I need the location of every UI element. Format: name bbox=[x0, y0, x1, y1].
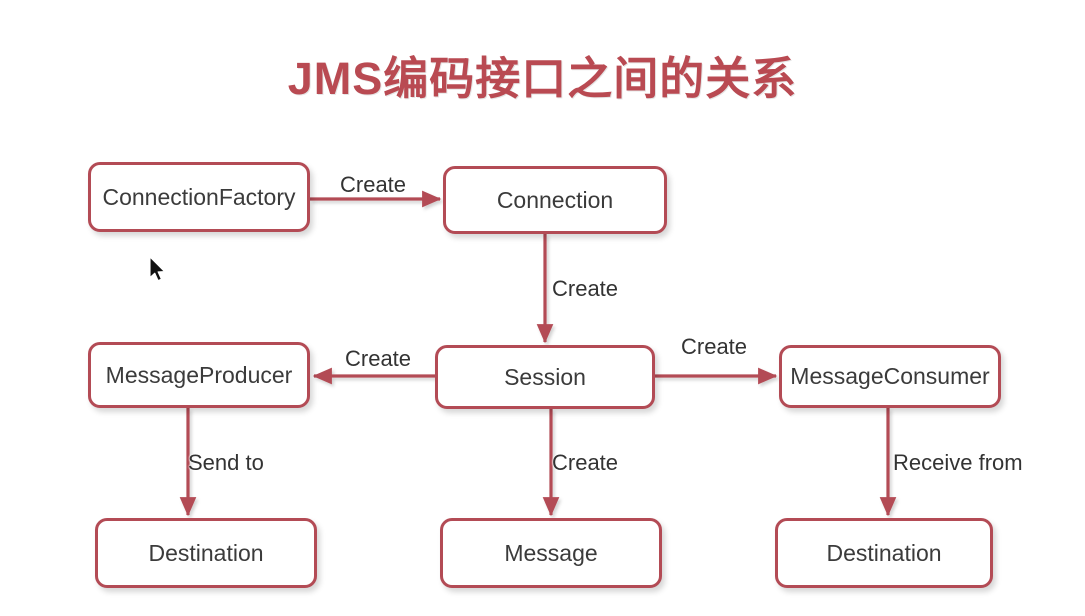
node-label: Destination bbox=[826, 539, 942, 566]
edge-label-cf-to-connection: Create bbox=[340, 172, 407, 197]
node-session[interactable]: Session bbox=[435, 345, 655, 409]
node-label: ConnectionFactory bbox=[102, 183, 296, 210]
node-label: Session bbox=[504, 363, 586, 390]
edge-label-session-to-producer: Create bbox=[345, 346, 412, 371]
node-connection-factory[interactable]: ConnectionFactory bbox=[88, 162, 310, 232]
node-label: MessageConsumer bbox=[790, 363, 990, 389]
node-connection[interactable]: Connection bbox=[443, 166, 667, 234]
node-message[interactable]: Message bbox=[440, 518, 662, 588]
node-label: Message bbox=[504, 539, 598, 566]
node-label: MessageProducer bbox=[105, 361, 293, 388]
node-message-consumer[interactable]: MessageConsumer bbox=[779, 345, 1001, 408]
node-message-producer[interactable]: MessageProducer bbox=[88, 342, 310, 408]
edge-label-consumer-to-destination: Receive from bbox=[893, 450, 1023, 475]
node-destination-right[interactable]: Destination bbox=[775, 518, 993, 588]
edge-label-producer-to-destination: Send to bbox=[188, 450, 264, 475]
node-label: Destination bbox=[148, 539, 264, 566]
page-title: JMS编码接口之间的关系 bbox=[287, 53, 798, 104]
edge-label-session-to-message: Create bbox=[552, 450, 619, 475]
node-label: Connection bbox=[496, 186, 614, 213]
node-destination-left[interactable]: Destination bbox=[95, 518, 317, 588]
edge-label-connection-to-session: Create bbox=[552, 276, 619, 301]
edge-label-session-to-consumer: Create bbox=[681, 334, 748, 359]
